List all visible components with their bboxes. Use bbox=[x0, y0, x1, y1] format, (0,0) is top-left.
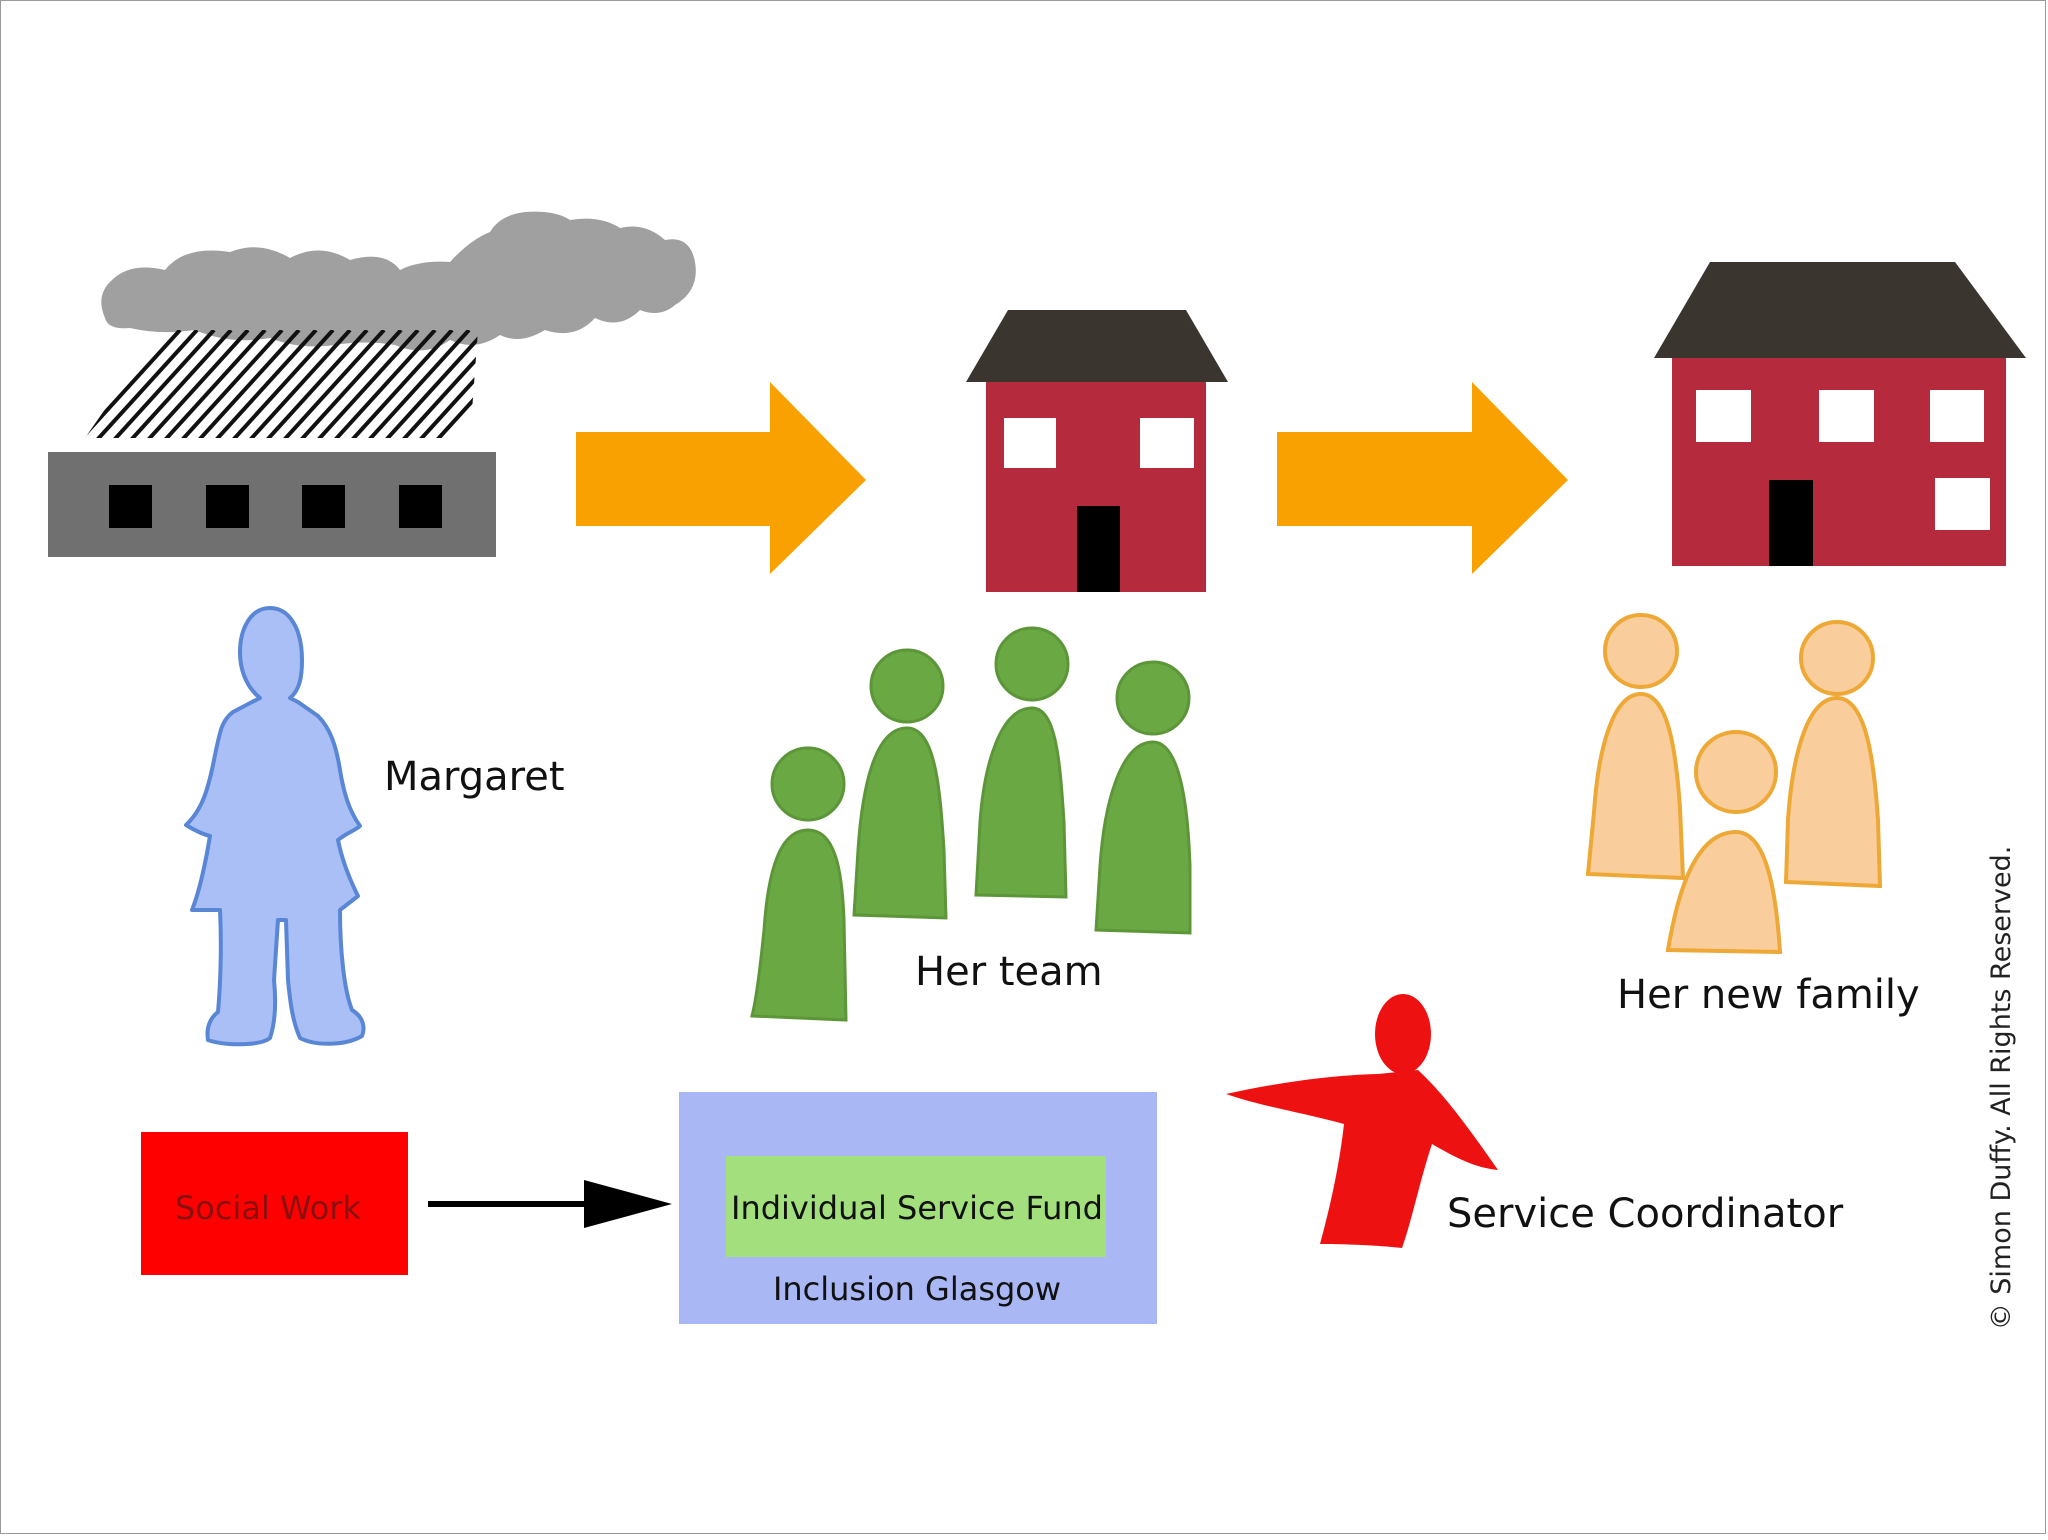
family-figures bbox=[1585, 613, 1883, 955]
institution-window bbox=[206, 485, 249, 528]
person-icon bbox=[750, 746, 848, 1022]
person-icon bbox=[1094, 660, 1192, 935]
isf-label: Individual Service Fund bbox=[731, 1189, 1103, 1227]
person-icon bbox=[1665, 730, 1783, 955]
margaret-figure-icon bbox=[184, 606, 366, 1047]
social-work-box bbox=[141, 1132, 408, 1275]
arrow-head-icon bbox=[584, 1180, 672, 1228]
small-house-icon bbox=[966, 310, 1228, 592]
large-house-icon bbox=[1654, 262, 2026, 566]
institution-window bbox=[399, 485, 442, 528]
institution-group bbox=[48, 211, 696, 557]
service-coordinator-icon bbox=[1226, 994, 1498, 1248]
margaret-label: Margaret bbox=[384, 754, 565, 800]
rain-lines bbox=[85, 330, 478, 438]
individual-service-fund-box bbox=[726, 1156, 1106, 1257]
arrow-right-icon bbox=[576, 382, 866, 574]
rain-cloud-icon bbox=[101, 211, 696, 351]
institution-window bbox=[302, 485, 345, 528]
social-work-label: Social Work bbox=[175, 1189, 362, 1227]
person-icon bbox=[852, 648, 948, 920]
copyright-label: © Simon Duffy. All Rights Reserved. bbox=[1986, 846, 2017, 1331]
inclusion-glasgow-label: Inclusion Glasgow bbox=[773, 1270, 1061, 1308]
institution-window bbox=[109, 485, 152, 528]
team-figures bbox=[750, 626, 1192, 1022]
team-label: Her team bbox=[915, 949, 1103, 995]
family-label: Her new family bbox=[1617, 972, 1920, 1018]
service-coordinator-label: Service Coordinator bbox=[1447, 1191, 1844, 1237]
person-icon bbox=[1783, 620, 1883, 889]
person-icon bbox=[1585, 613, 1686, 881]
arrow-right-icon bbox=[1277, 382, 1568, 574]
person-icon bbox=[974, 626, 1070, 899]
